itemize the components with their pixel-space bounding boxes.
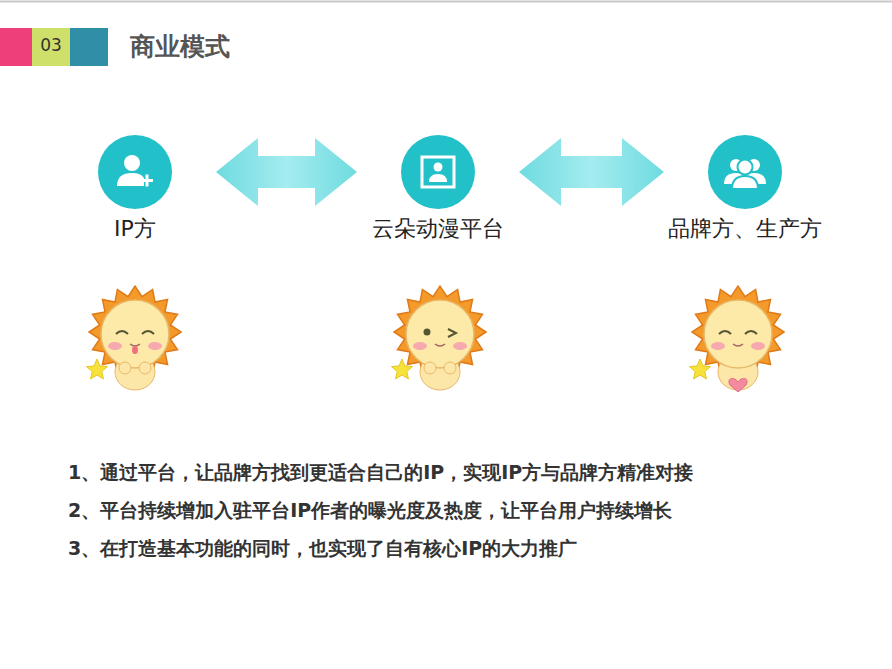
- top-rule: [0, 1, 892, 3]
- icon-circle: IP方: [97, 134, 173, 210]
- node-label: IP方: [114, 214, 156, 244]
- lime-block: [32, 28, 70, 66]
- lion-mascot: [87, 286, 181, 390]
- double-arrow: [519, 138, 664, 206]
- lion-mascots: [87, 286, 784, 392]
- node-label: 云朵动漫平台: [372, 214, 504, 244]
- lion-mascot: [392, 286, 486, 390]
- icon-circle: 品牌方、生产方: [707, 134, 783, 210]
- double-arrow: [216, 138, 357, 206]
- note-line: 2、平台持续增加入驻平台IP作者的曝光度及热度，让平台用户持续增长: [68, 498, 672, 524]
- circle-icon: [400, 134, 476, 210]
- node-label: 品牌方、生产方: [668, 214, 822, 244]
- circle-icon: [97, 134, 173, 210]
- icon-circle: 云朵动漫平台: [400, 134, 476, 210]
- slide-title: 商业模式: [130, 30, 230, 63]
- teal-block: [70, 28, 108, 66]
- section-number: 03: [32, 35, 70, 55]
- pink-block: [0, 28, 32, 66]
- note-line: 3、在打造基本功能的同时，也实现了自有核心IP的大力推广: [68, 536, 577, 562]
- circle-icon: [707, 134, 783, 210]
- lion-mascot: [690, 286, 784, 392]
- note-line: 1、通过平台，让品牌方找到更适合自己的IP，实现IP方与品牌方精准对接: [68, 460, 693, 486]
